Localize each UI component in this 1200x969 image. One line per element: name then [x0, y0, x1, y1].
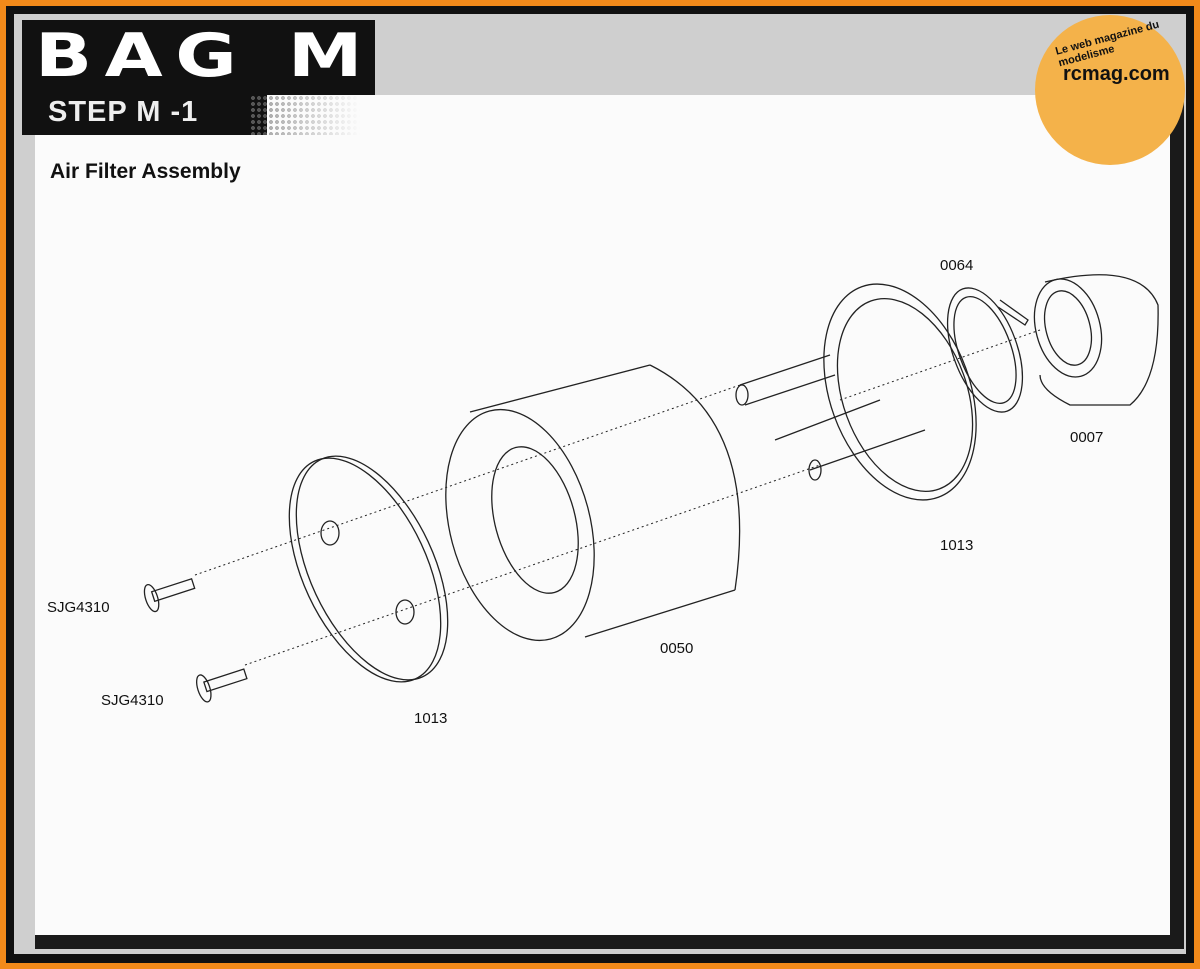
bag-header: [22, 20, 375, 95]
diagram-area: [35, 95, 1184, 949]
step-title: STEP M -1: [48, 96, 199, 128]
section-title: Air Filter Assembly: [50, 160, 241, 183]
elbow-boot: [1033, 274, 1159, 406]
part-label-0064: 0064: [940, 257, 974, 274]
rcmag-logo: Le web magazine du modelisme rcmag.com: [1035, 15, 1185, 165]
part-label-0050: 0050: [660, 640, 694, 657]
filter-base: [735, 283, 977, 501]
part-label-screw-upper: SJG4310: [47, 599, 110, 616]
part-label-1013-base: 1013: [940, 537, 974, 554]
bag-title: BAG M: [35, 21, 376, 91]
screw-upper: [143, 577, 196, 613]
part-label-0007: 0007: [1070, 429, 1104, 446]
foam-filter: [445, 364, 741, 642]
step-header: [22, 95, 267, 135]
clamp-ring: [946, 287, 1029, 413]
assembly-lines: [194, 329, 1041, 666]
part-label-1013-plate: 1013: [414, 710, 448, 727]
part-label-screw-lower: SJG4310: [101, 692, 164, 709]
logo-site: rcmag.com: [1063, 63, 1170, 85]
end-plate: [288, 455, 449, 683]
screw-lower: [195, 668, 248, 703]
hex-pattern: [250, 95, 360, 135]
